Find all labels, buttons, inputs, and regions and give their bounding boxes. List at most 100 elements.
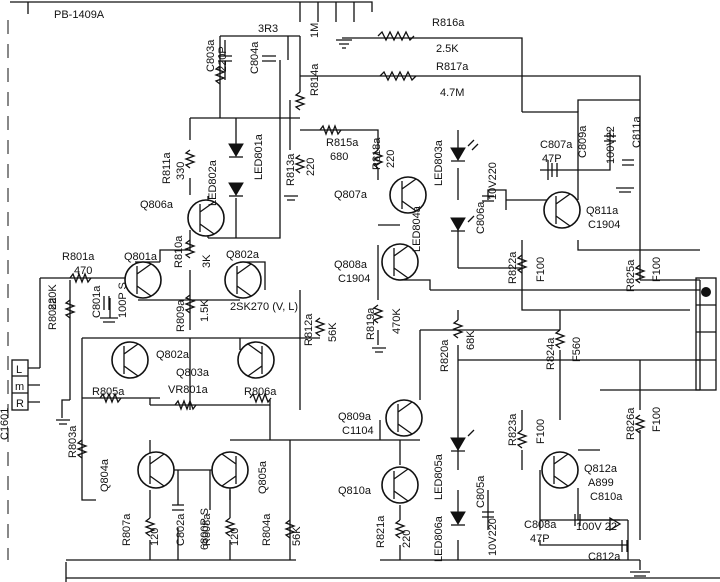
resistor-symbol — [144, 517, 156, 537]
resistor-symbol — [69, 272, 92, 284]
capacitor-ref: C805a — [475, 475, 487, 508]
resistor-ref: R825a — [625, 259, 637, 292]
capacitor-ref: C803a — [205, 39, 217, 72]
capacitor-ref: C812a — [588, 551, 621, 563]
capacitor-symbol — [609, 516, 622, 532]
capacitor-value: 100V 22 — [576, 521, 617, 533]
resistor-symbol — [394, 519, 406, 539]
resistor-value: 120 — [149, 528, 161, 546]
resistor-symbol — [452, 319, 464, 339]
transistor-ref: Q811a — [586, 205, 619, 217]
resistor-value: 4.7M — [440, 87, 464, 99]
resistor-value: 220 — [305, 158, 317, 176]
transistor-ref: Q812a — [584, 463, 618, 475]
capacitor-value: 100P S — [117, 282, 129, 318]
transistor-symbol — [211, 451, 249, 489]
transistor-symbol — [187, 199, 225, 237]
resistor-symbol — [379, 70, 417, 82]
transistor-type: C1904 — [338, 273, 370, 285]
ground-symbol — [630, 571, 650, 577]
led-ref: LED803a — [433, 139, 445, 186]
capacitor-value: 6800P S — [199, 508, 211, 550]
capacitor-symbol — [622, 159, 634, 166]
led-ref: LED805a — [433, 453, 445, 500]
resistor-value: 470 — [74, 265, 92, 277]
resistor-ref: R817a — [436, 61, 469, 73]
resistor-ref: R808a — [201, 513, 213, 546]
capacitor-ref: C804a — [249, 41, 261, 74]
transistor-symbol — [381, 243, 419, 281]
resistor-ref: R809a — [175, 299, 187, 332]
resistor-ref: R804a — [261, 513, 273, 546]
ground-symbol — [100, 317, 118, 323]
resistor-symbol — [294, 91, 306, 111]
resistor-value: 3K — [201, 254, 213, 268]
resistor-ref: R820a — [439, 339, 451, 372]
led-symbol — [228, 182, 244, 196]
capacitor-symbol — [218, 40, 232, 80]
capacitor-ref: C806a — [475, 201, 487, 234]
resistor-ref: R818a — [371, 137, 383, 170]
resistor-symbol — [224, 517, 236, 537]
capacitor-value: 47P — [530, 533, 550, 545]
resistor-ref: R823a — [507, 413, 519, 446]
resistor-value: F100 — [651, 257, 663, 282]
transistor-symbol — [137, 451, 175, 489]
resistor-value: F100 — [535, 419, 547, 444]
capacitor-symbol — [103, 296, 110, 310]
symbols — [11, 30, 717, 577]
transistor-ref: Q806a — [140, 199, 174, 211]
resistor-ref: R811a — [161, 152, 173, 184]
connector-label: m — [15, 381, 24, 393]
resistor-symbol — [372, 304, 384, 324]
capacitor-value: 100V22 — [605, 126, 617, 164]
resistor-ref: R816a — [432, 17, 465, 29]
ground-symbol — [56, 419, 70, 425]
ground-symbol — [616, 187, 634, 193]
resistor-ref: R803a — [67, 425, 79, 458]
labels: PB-1409A C1601 L m R 3R3 VR801a R816a 2.… — [0, 9, 663, 563]
capacitor-symbol — [551, 163, 558, 177]
transistor-type: C1104 — [342, 425, 374, 437]
resistor-value: 56K — [291, 526, 303, 546]
resistor-ref: R801a — [62, 251, 95, 263]
capacitor-ref: C801a — [91, 285, 103, 318]
ground-symbol — [372, 347, 386, 353]
capacitor-value: 10V220 — [487, 518, 499, 556]
transistor-symbol — [237, 341, 275, 379]
transistor-type: C1904 — [588, 219, 620, 231]
capacitor-value: 10V220 — [487, 162, 499, 200]
resistor-value: 56K — [327, 322, 339, 342]
transistor-symbol — [543, 191, 581, 229]
capacitor-symbol — [604, 135, 616, 142]
resistor-symbol — [554, 329, 566, 349]
resistor-ref: R810a — [173, 235, 185, 268]
resistor-value: 2.5K — [436, 43, 459, 55]
transistor-type: 2SK270 (V, L) — [230, 301, 298, 313]
led-ref: LED804a — [411, 205, 423, 252]
ground-symbol — [336, 39, 352, 49]
resistor-value: F100 — [535, 257, 547, 282]
resistor-value: 330 — [175, 162, 187, 180]
capacitor-ref: C807a — [540, 139, 573, 151]
resistor-symbol — [294, 154, 306, 174]
resistor-symbol — [174, 399, 197, 411]
transistor-ref: Q805a — [257, 460, 269, 494]
capacitor-symbol — [621, 540, 628, 552]
resistor-symbol — [64, 299, 76, 319]
resistor-ref: R807a — [121, 513, 133, 546]
resistor-value: 220 — [401, 530, 413, 548]
resistor-symbol — [99, 392, 122, 404]
resistor-symbol — [284, 519, 296, 539]
resistor-value: 680 — [330, 151, 348, 163]
capacitor-symbol — [574, 514, 581, 526]
resistor-ref: R805a — [92, 386, 125, 398]
connector-label: L — [16, 364, 22, 376]
transistor-symbol — [224, 261, 262, 299]
resistor-ref: R826a — [625, 407, 637, 440]
transistor-ref: Q807a — [334, 189, 368, 201]
transistor-ref: Q804a — [99, 458, 111, 492]
capacitor-ref: C809a — [577, 125, 589, 158]
led-ref: LED802a — [207, 159, 219, 206]
resistor-symbol — [516, 254, 528, 274]
